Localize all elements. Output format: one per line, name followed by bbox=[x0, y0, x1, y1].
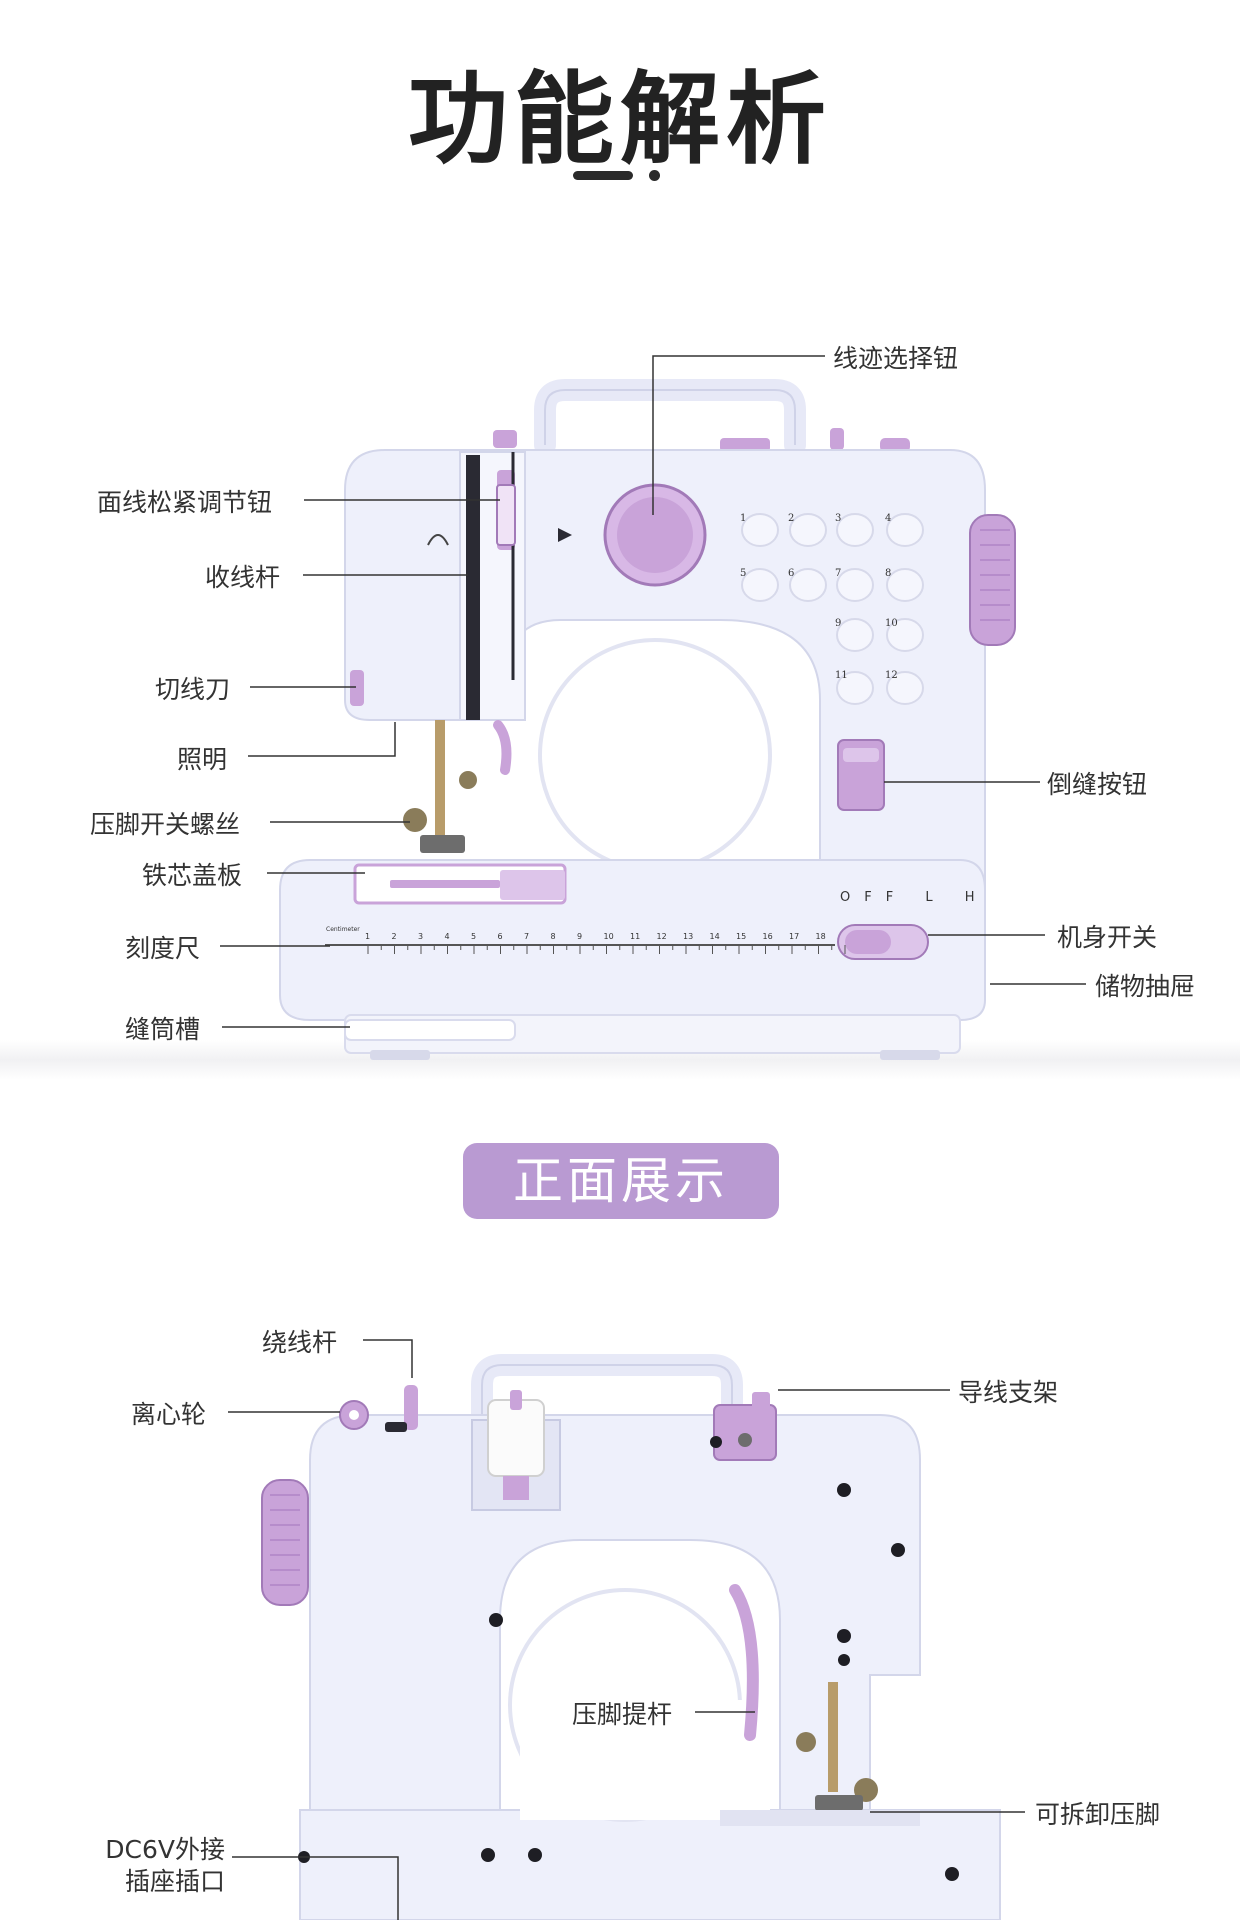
ruler-number: 14 bbox=[709, 932, 720, 941]
stitch-number: 1 bbox=[740, 513, 747, 524]
carry-handle bbox=[534, 379, 806, 456]
label-light: 照明 bbox=[177, 745, 228, 774]
ruler-number: 3 bbox=[418, 932, 424, 941]
ruler-number: 17 bbox=[789, 932, 800, 941]
ruler-number: 18 bbox=[815, 932, 826, 941]
ruler-number: 1 bbox=[365, 932, 371, 941]
stitch-number: 10 bbox=[885, 618, 898, 629]
label-thread-guide: 导线支架 bbox=[958, 1378, 1059, 1407]
stitch-number: 3 bbox=[835, 513, 842, 524]
ruler-number: 12 bbox=[656, 932, 667, 941]
stitch-number: 8 bbox=[885, 568, 892, 579]
label-thread-cutter: 切线刀 bbox=[155, 675, 231, 704]
ruler-number: 8 bbox=[550, 932, 556, 941]
switch-off-text: OFF bbox=[840, 890, 908, 905]
ruler-number: 2 bbox=[391, 932, 397, 941]
stitch-number: 5 bbox=[740, 568, 747, 579]
label-winder-spindle: 绕线杆 bbox=[262, 1328, 338, 1357]
stitch-number: 4 bbox=[885, 513, 892, 524]
front-machine bbox=[279, 379, 1016, 1060]
label-power-switch: 机身开关 bbox=[1057, 923, 1158, 952]
label-dc-jack-line2: 插座插口 bbox=[124, 1867, 225, 1896]
page-title: 功能解析 bbox=[408, 61, 832, 178]
ruler-number: 7 bbox=[524, 932, 530, 941]
label-reverse-button: 倒缝按钮 bbox=[1047, 770, 1148, 799]
ruler-number: 6 bbox=[497, 932, 503, 941]
stitch-number: 6 bbox=[788, 568, 795, 579]
ruler-number: 16 bbox=[762, 932, 773, 941]
stitch-number: 7 bbox=[835, 568, 842, 579]
label-ruler: 刻度尺 bbox=[125, 934, 201, 963]
label-presser-lever: 压脚提杆 bbox=[572, 1700, 673, 1729]
label-storage-drawer: 储物抽屉 bbox=[1095, 972, 1196, 1001]
label-flywheel-stopper: 离心轮 bbox=[131, 1400, 207, 1429]
ruler-number: 11 bbox=[630, 932, 641, 941]
label-removable-foot: 可拆卸压脚 bbox=[1035, 1800, 1161, 1829]
ruler-number: 13 bbox=[683, 932, 694, 941]
ruler-number: 4 bbox=[444, 932, 450, 941]
front-view-banner: 正面展示 bbox=[463, 1143, 779, 1219]
switch-h-text: H bbox=[964, 890, 989, 905]
switch-l-text: L bbox=[925, 890, 947, 905]
label-dc-jack-line1: DC6V外接 bbox=[105, 1835, 225, 1864]
stitch-number: 9 bbox=[835, 618, 842, 629]
back-machine bbox=[261, 1354, 1001, 1920]
leader-lines bbox=[220, 355, 1086, 1920]
title-dot bbox=[649, 170, 660, 181]
label-take-up-lever: 收线杆 bbox=[205, 563, 281, 592]
title-underline bbox=[573, 171, 633, 180]
stitch-number: 11 bbox=[835, 670, 848, 681]
ruler-word: Centimeter bbox=[326, 926, 360, 933]
label-needle-plate: 铁芯盖板 bbox=[142, 861, 243, 890]
ruler-number: 5 bbox=[471, 932, 477, 941]
label-bobbin-slot: 缝筒槽 bbox=[125, 1015, 201, 1044]
label-presser-screw: 压脚开关螺丝 bbox=[90, 810, 241, 839]
label-tension-knob: 面线松紧调节钮 bbox=[97, 488, 273, 517]
stitch-number: 2 bbox=[788, 513, 795, 524]
switch-print: OFF L H bbox=[840, 890, 989, 905]
label-stitch-selector: 线迹选择钮 bbox=[833, 344, 959, 373]
ruler-number: 9 bbox=[577, 932, 583, 941]
ruler-number: 15 bbox=[736, 932, 747, 941]
stitch-number: 12 bbox=[885, 670, 898, 681]
ruler-number: 10 bbox=[603, 932, 614, 941]
